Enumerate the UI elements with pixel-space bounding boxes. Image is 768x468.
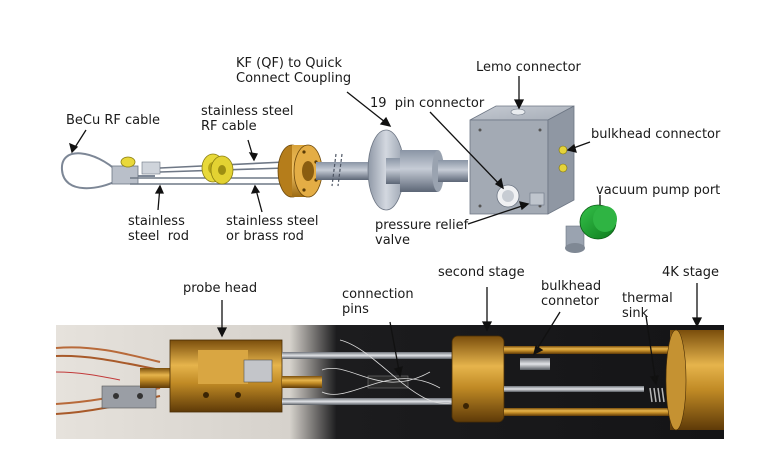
label-thermal-sink: thermal sink bbox=[622, 291, 673, 321]
label-stainless-or-brass-rod: stainless steel or brass rod bbox=[226, 214, 319, 244]
main-tube bbox=[316, 162, 376, 180]
left-clamp bbox=[111, 165, 139, 185]
kf-disk bbox=[367, 129, 468, 211]
photo-pointer-lines bbox=[216, 283, 703, 386]
photo-rods bbox=[282, 352, 462, 405]
label-bulkhead-connector: bulkhead connector bbox=[591, 127, 721, 142]
label-vacuum-pump-port: vacuum pump port bbox=[596, 183, 721, 198]
label-ss-rf-cable: stainless steel RF cable bbox=[201, 104, 294, 134]
becu-cable-loop bbox=[60, 152, 119, 190]
label-probe-head: probe head bbox=[183, 281, 258, 296]
yellow-connector bbox=[201, 153, 234, 185]
label-second-stage: second stage bbox=[438, 265, 525, 280]
second-stage-ring bbox=[451, 335, 505, 423]
label-lemo-connector: Lemo connector bbox=[476, 60, 581, 75]
probe-head-block bbox=[169, 339, 283, 413]
label-4k-stage: 4K stage bbox=[662, 265, 720, 280]
connector-box bbox=[469, 105, 585, 253]
label-19-pin-connector: 19 pin connector bbox=[370, 96, 485, 111]
four-k-stage-block bbox=[665, 329, 724, 431]
label-kf-coupling: KF (QF) to Quick Connect Coupling bbox=[236, 56, 352, 86]
label-pressure-relief-valve: pressure relief valve bbox=[375, 218, 469, 248]
thermal-sink-spring bbox=[649, 387, 665, 403]
vacuum-cap bbox=[579, 204, 617, 240]
brass-flange bbox=[277, 144, 323, 198]
label-becu-rf-cable: BeCu RF cable bbox=[66, 113, 160, 128]
label-connection-pins: connection pins bbox=[342, 287, 414, 317]
label-bulkhead-connetor: bulkhead connetor bbox=[541, 279, 602, 309]
label-stainless-steel-rod: stainless steel rod bbox=[128, 214, 190, 244]
pointer-lines bbox=[69, 76, 601, 225]
